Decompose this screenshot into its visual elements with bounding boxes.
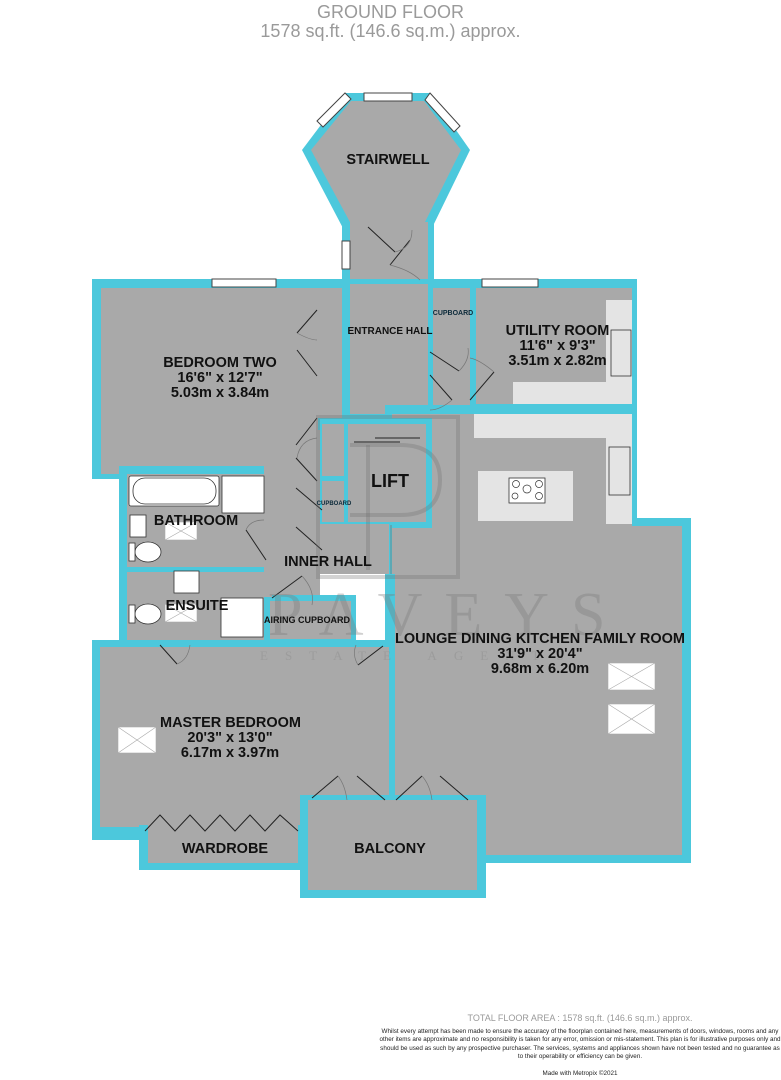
- stairwell-floor: [311, 101, 461, 224]
- room-ensuite: ENSUITE: [165, 598, 229, 614]
- room-lift: LIFT: [371, 471, 409, 491]
- wardrobe-floor: [148, 825, 298, 863]
- room-stairwell: STAIRWELL: [346, 152, 430, 168]
- entrance-hall-floor: [350, 284, 428, 414]
- kitchen-worktop-top: [474, 414, 632, 438]
- window-icons: [211, 92, 539, 288]
- sink-icon: [608, 446, 631, 496]
- total-floor-area: TOTAL FLOOR AREA : 1578 sq.ft. (146.6 sq…: [467, 1013, 693, 1023]
- lift-floor: [348, 424, 426, 522]
- extractor-fan-icons: [117, 521, 656, 754]
- room-bedroom-two: BEDROOM TWO 16'6" x 12'7" 5.03m x 3.84m: [163, 355, 277, 402]
- window-icon: [316, 92, 352, 128]
- airing-cupboard-floor: [270, 601, 351, 639]
- made-with-credit: Made with Metropix ©2021: [542, 1070, 618, 1077]
- watermark-subtitle: ESTATE AGENTS: [260, 648, 581, 663]
- floor-area: 1578 sq.ft. (146.6 sq.m.) approx.: [260, 21, 521, 41]
- shower-tray-icon: [220, 597, 264, 638]
- room-lounge: LOUNGE DINING KITCHEN FAMILY ROOM 31'9" …: [394, 631, 685, 678]
- room-bathroom: BATHROOM: [153, 513, 239, 529]
- watermark-logo: [316, 415, 460, 579]
- room-wardrobe: WARDROBE: [181, 841, 269, 857]
- room-cupboard-lift: CUPBOARD: [316, 501, 352, 507]
- room-cupboard-entrance: CUPBOARD: [432, 310, 474, 317]
- basin-icon: [129, 514, 147, 538]
- floor-title: GROUND FLOOR: [316, 2, 464, 22]
- window-icon: [363, 92, 413, 102]
- room-entrance-hall: ENTRANCE HALL: [347, 326, 433, 337]
- room-utility: UTILITY ROOM 11'6" x 9'3" 3.51m x 2.82m: [505, 323, 610, 370]
- window-icon: [424, 92, 461, 133]
- sink-icon: [610, 329, 632, 377]
- room-master-bedroom: MASTER BEDROOM 20'3" x 13'0" 6.17m x 3.9…: [160, 715, 301, 762]
- utility-worktop: [513, 382, 632, 404]
- floorplan: [92, 92, 691, 898]
- room-balcony: BALCONY: [354, 841, 426, 857]
- cupboard-lift-floor: [322, 424, 344, 522]
- basin-icon: [173, 570, 200, 594]
- window-icon: [211, 278, 277, 288]
- disclaimer-text: Whilst every attempt has been made to en…: [379, 1028, 781, 1061]
- toilet-icon: [134, 541, 162, 563]
- shower-tray-icon: [221, 475, 265, 514]
- watermark-letters: PAVEYS: [268, 581, 628, 649]
- room-airing-cupboard: AIRING CUPBOARD: [263, 615, 350, 625]
- balcony-floor: [308, 800, 477, 890]
- toilet-icon: [134, 603, 162, 625]
- window-icon: [341, 240, 351, 270]
- window-icon: [481, 278, 539, 288]
- bath-icon: [128, 475, 265, 638]
- room-inner-hall: INNER HALL: [284, 554, 372, 570]
